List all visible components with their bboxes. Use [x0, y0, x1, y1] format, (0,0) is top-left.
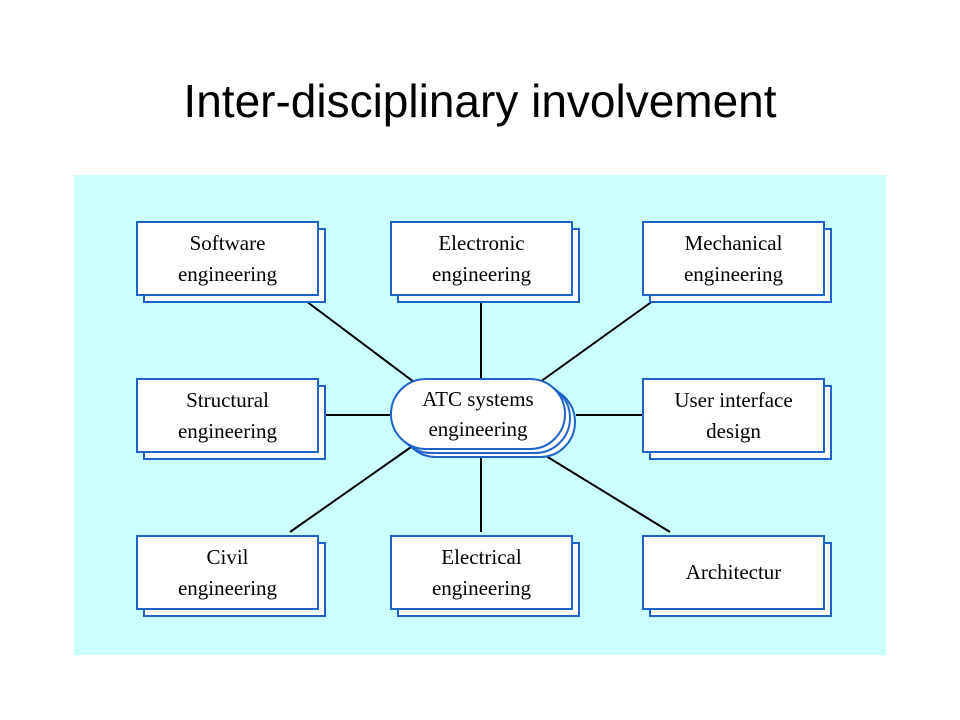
node-electrical-line1: Electrical	[441, 545, 522, 570]
connector-mechanical	[539, 297, 658, 383]
node-architecture-line1: Architectur	[685, 560, 782, 585]
center-line1: ATC systems	[422, 386, 534, 411]
node-software-line1: Software	[189, 231, 266, 256]
diagram-panel: Software engineering Electronic engineer…	[74, 175, 886, 655]
node-electronic-line1: Electronic	[438, 231, 525, 256]
node-mechanical-line1: Mechanical	[684, 231, 783, 256]
center-line2: engineering	[428, 417, 528, 441]
node-electrical-line2: engineering	[431, 575, 532, 600]
node-software-line2: engineering	[177, 261, 278, 286]
node-software-engineering: Software engineering	[136, 221, 326, 303]
node-user-interface-line1: User interface	[674, 388, 793, 413]
node-electrical-engineering: Electrical engineering	[390, 535, 580, 617]
node-civil-engineering: Civil engineering	[136, 535, 326, 617]
node-structural-line1: Structural	[186, 388, 269, 413]
node-electronic-engineering: Electronic engineering	[390, 221, 580, 303]
slide-title: Inter-disciplinary involvement	[183, 75, 777, 127]
node-user-interface-design: User interface design	[642, 378, 832, 460]
connector-civil	[289, 444, 415, 533]
node-architecture: Architectur	[642, 535, 832, 617]
node-civil-line1: Civil	[206, 545, 249, 570]
node-user-interface-line2: design	[706, 418, 761, 443]
node-atc-systems-engineering: ATC systems engineering	[390, 378, 576, 458]
connector-lines	[289, 297, 671, 533]
node-structural-engineering: Structural engineering	[136, 378, 326, 460]
connector-architecture	[545, 455, 671, 533]
node-electronic-line2: engineering	[431, 261, 532, 286]
node-structural-line2: engineering	[177, 418, 278, 443]
node-mechanical-line2: engineering	[683, 261, 784, 286]
node-mechanical-engineering: Mechanical engineering	[642, 221, 832, 303]
node-civil-line2: engineering	[177, 575, 278, 600]
connector-software	[301, 297, 415, 383]
